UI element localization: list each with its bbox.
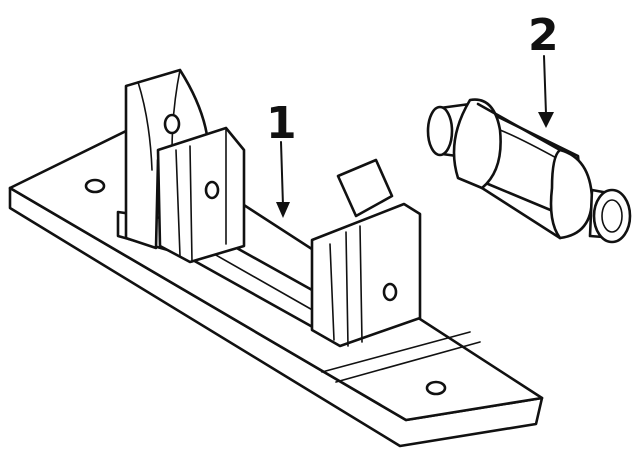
callout-2-arrowhead [538, 112, 554, 128]
callout-1: 1 [266, 98, 297, 218]
callout-1-number: 1 [266, 98, 297, 149]
mounting-hole-left [84, 178, 106, 194]
bracket-assembly [116, 68, 422, 348]
callout-2: 2 [528, 10, 559, 128]
bulb [426, 98, 632, 244]
rear-tab-hole [163, 113, 181, 135]
callout-1-arrowhead [276, 202, 290, 218]
mounting-hole-right [425, 380, 447, 396]
right-wall-hole [382, 282, 398, 302]
callout-2-number: 2 [528, 10, 559, 61]
front-block-hole [204, 180, 220, 200]
